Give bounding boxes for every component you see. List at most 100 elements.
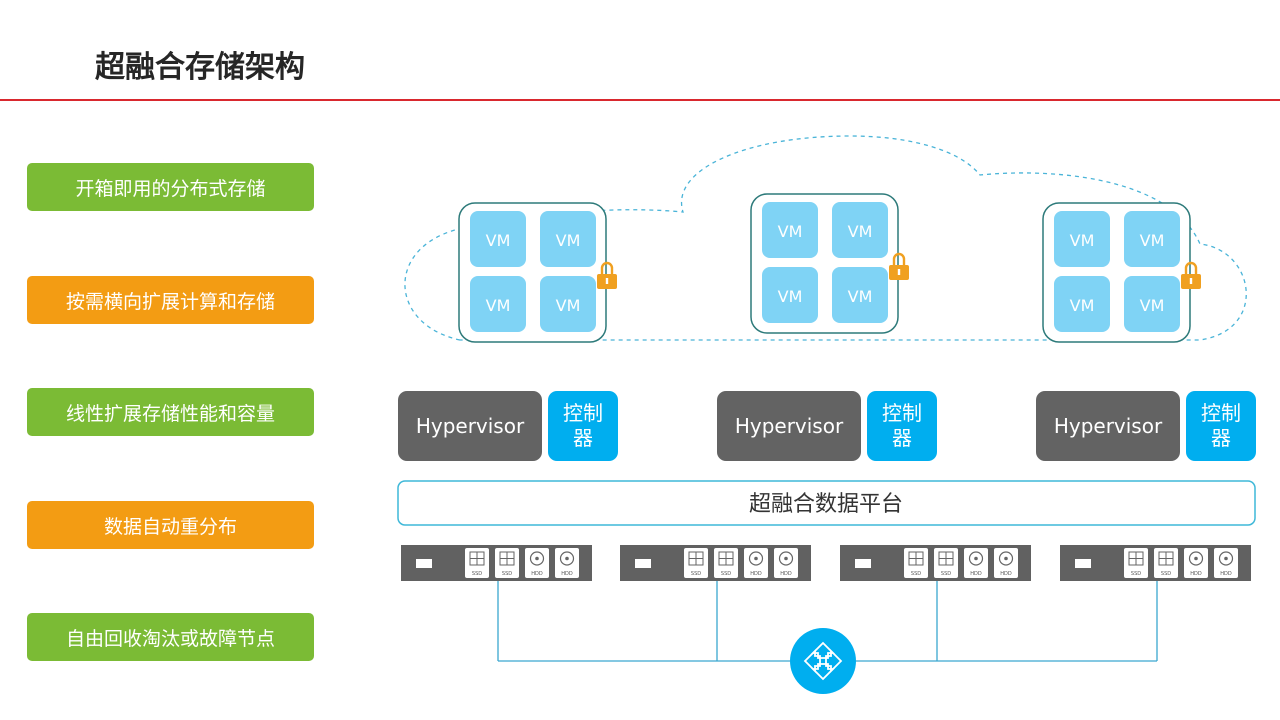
controller-box bbox=[867, 391, 937, 461]
hdd-icon: HDD bbox=[1214, 548, 1238, 578]
vm-host-group: VM VM VM VM bbox=[1042, 202, 1201, 343]
feature-auto-redistribution: 数据自动重分布 bbox=[27, 501, 314, 549]
hdd-icon: HDD bbox=[525, 548, 549, 578]
hdd-icon: HDD bbox=[555, 548, 579, 578]
server-indicator bbox=[1075, 559, 1091, 568]
vm-label: VM bbox=[848, 287, 873, 306]
hypervisor-box bbox=[1036, 391, 1180, 461]
vm-box: VM bbox=[1054, 211, 1110, 267]
server-indicator bbox=[635, 559, 651, 568]
ssd-icon: SSD bbox=[934, 548, 958, 578]
ssd-icon: SSD bbox=[714, 548, 738, 578]
vm-box: VM bbox=[832, 267, 888, 323]
ssd-icon: SSD bbox=[1154, 548, 1178, 578]
feature-out-of-box-storage: 开箱即用的分布式存储 bbox=[27, 163, 314, 211]
ssd-icon: SSD bbox=[1124, 548, 1148, 578]
vm-box: VM bbox=[832, 202, 888, 258]
hypervisor-box bbox=[717, 391, 861, 461]
controller-label: 控制 bbox=[882, 401, 922, 425]
controller-box bbox=[1186, 391, 1256, 461]
disk-type-label: SSD bbox=[472, 571, 482, 577]
disk-type-label: SSD bbox=[941, 571, 951, 577]
hypervisor-label: Hypervisor bbox=[1054, 414, 1163, 438]
disk-type-label: SSD bbox=[911, 571, 921, 577]
disk-type-label: HDD bbox=[531, 571, 543, 577]
hypervisor-label: Hypervisor bbox=[416, 414, 525, 438]
disk-type-label: SSD bbox=[502, 571, 512, 577]
disk-type-label: HDD bbox=[561, 571, 573, 577]
vm-box: VM bbox=[762, 202, 818, 258]
controller-label: 控制 bbox=[563, 401, 603, 425]
disk-type-label: HDD bbox=[1000, 571, 1012, 577]
hdd-icon: HDD bbox=[964, 548, 988, 578]
server-node: SSD SSD HDD HDD bbox=[840, 545, 1031, 581]
server-node: SSD SSD HDD HDD bbox=[401, 545, 592, 581]
vm-host-group: VM VM VM VM bbox=[458, 202, 617, 343]
server-indicator bbox=[416, 559, 432, 568]
vm-label: VM bbox=[1140, 231, 1165, 250]
vm-label: VM bbox=[556, 296, 581, 315]
hypervisor-box bbox=[398, 391, 542, 461]
controller-box bbox=[548, 391, 618, 461]
data-platform-bar bbox=[397, 480, 1256, 526]
disk-type-label: SSD bbox=[721, 571, 731, 577]
vm-label: VM bbox=[486, 296, 511, 315]
hypervisor-controller-pair: Hypervisor 控制器 bbox=[1036, 391, 1256, 461]
disk-type-label: HDD bbox=[1220, 571, 1232, 577]
hypervisor-controller-pair: Hypervisor 控制器 bbox=[398, 391, 618, 461]
server-node: SSD SSD HDD HDD bbox=[1060, 545, 1251, 581]
disk-type-label: HDD bbox=[750, 571, 762, 577]
disk-type-label: HDD bbox=[1190, 571, 1202, 577]
disk-type-label: SSD bbox=[1161, 571, 1171, 577]
disk-type-label: HDD bbox=[970, 571, 982, 577]
lock-icon bbox=[889, 252, 909, 280]
server-node: SSD SSD HDD HDD bbox=[620, 545, 811, 581]
vm-box: VM bbox=[470, 276, 526, 332]
controller-label: 器 bbox=[573, 426, 593, 450]
hdd-icon: HDD bbox=[774, 548, 798, 578]
vm-box: VM bbox=[470, 211, 526, 267]
hypervisor-label: Hypervisor bbox=[735, 414, 844, 438]
hypervisor-controller-pair: Hypervisor 控制器 bbox=[717, 391, 937, 461]
hdd-icon: HDD bbox=[994, 548, 1018, 578]
feature-node-recycle: 自由回收淘汰或故障节点 bbox=[27, 613, 314, 661]
network-lines bbox=[497, 581, 1158, 662]
controller-label: 器 bbox=[1211, 426, 1231, 450]
vm-box: VM bbox=[762, 267, 818, 323]
hdd-icon: HDD bbox=[744, 548, 768, 578]
vm-label: VM bbox=[1070, 231, 1095, 250]
vm-box: VM bbox=[1124, 211, 1180, 267]
hdd-icon: HDD bbox=[1184, 548, 1208, 578]
vm-label: VM bbox=[778, 287, 803, 306]
disk-type-label: SSD bbox=[691, 571, 701, 577]
page-title: 超融合存储架构 bbox=[95, 50, 305, 85]
ssd-icon: SSD bbox=[465, 548, 489, 578]
vm-label: VM bbox=[1070, 296, 1095, 315]
vm-box: VM bbox=[540, 211, 596, 267]
vm-box: VM bbox=[1054, 276, 1110, 332]
vm-box: VM bbox=[540, 276, 596, 332]
vm-host-group: VM VM VM VM bbox=[750, 193, 909, 334]
vm-box: VM bbox=[1124, 276, 1180, 332]
data-platform-label: 超融合数据平台 bbox=[749, 492, 903, 517]
disk-type-label: HDD bbox=[780, 571, 792, 577]
vm-label: VM bbox=[848, 222, 873, 241]
vm-label: VM bbox=[486, 231, 511, 250]
ssd-icon: SSD bbox=[904, 548, 928, 578]
lock-icon bbox=[1181, 261, 1201, 289]
server-indicator bbox=[855, 559, 871, 568]
controller-label: 控制 bbox=[1201, 401, 1241, 425]
vm-label: VM bbox=[556, 231, 581, 250]
vm-label: VM bbox=[778, 222, 803, 241]
feature-scale-out: 按需横向扩展计算和存储 bbox=[27, 276, 314, 324]
ssd-icon: SSD bbox=[495, 548, 519, 578]
network-switch-icon bbox=[790, 628, 856, 694]
disk-type-label: SSD bbox=[1131, 571, 1141, 577]
ssd-icon: SSD bbox=[684, 548, 708, 578]
controller-label: 器 bbox=[892, 426, 912, 450]
feature-linear-scaling: 线性扩展存储性能和容量 bbox=[27, 388, 314, 436]
title-divider bbox=[0, 99, 1280, 101]
lock-icon bbox=[597, 261, 617, 289]
vm-label: VM bbox=[1140, 296, 1165, 315]
